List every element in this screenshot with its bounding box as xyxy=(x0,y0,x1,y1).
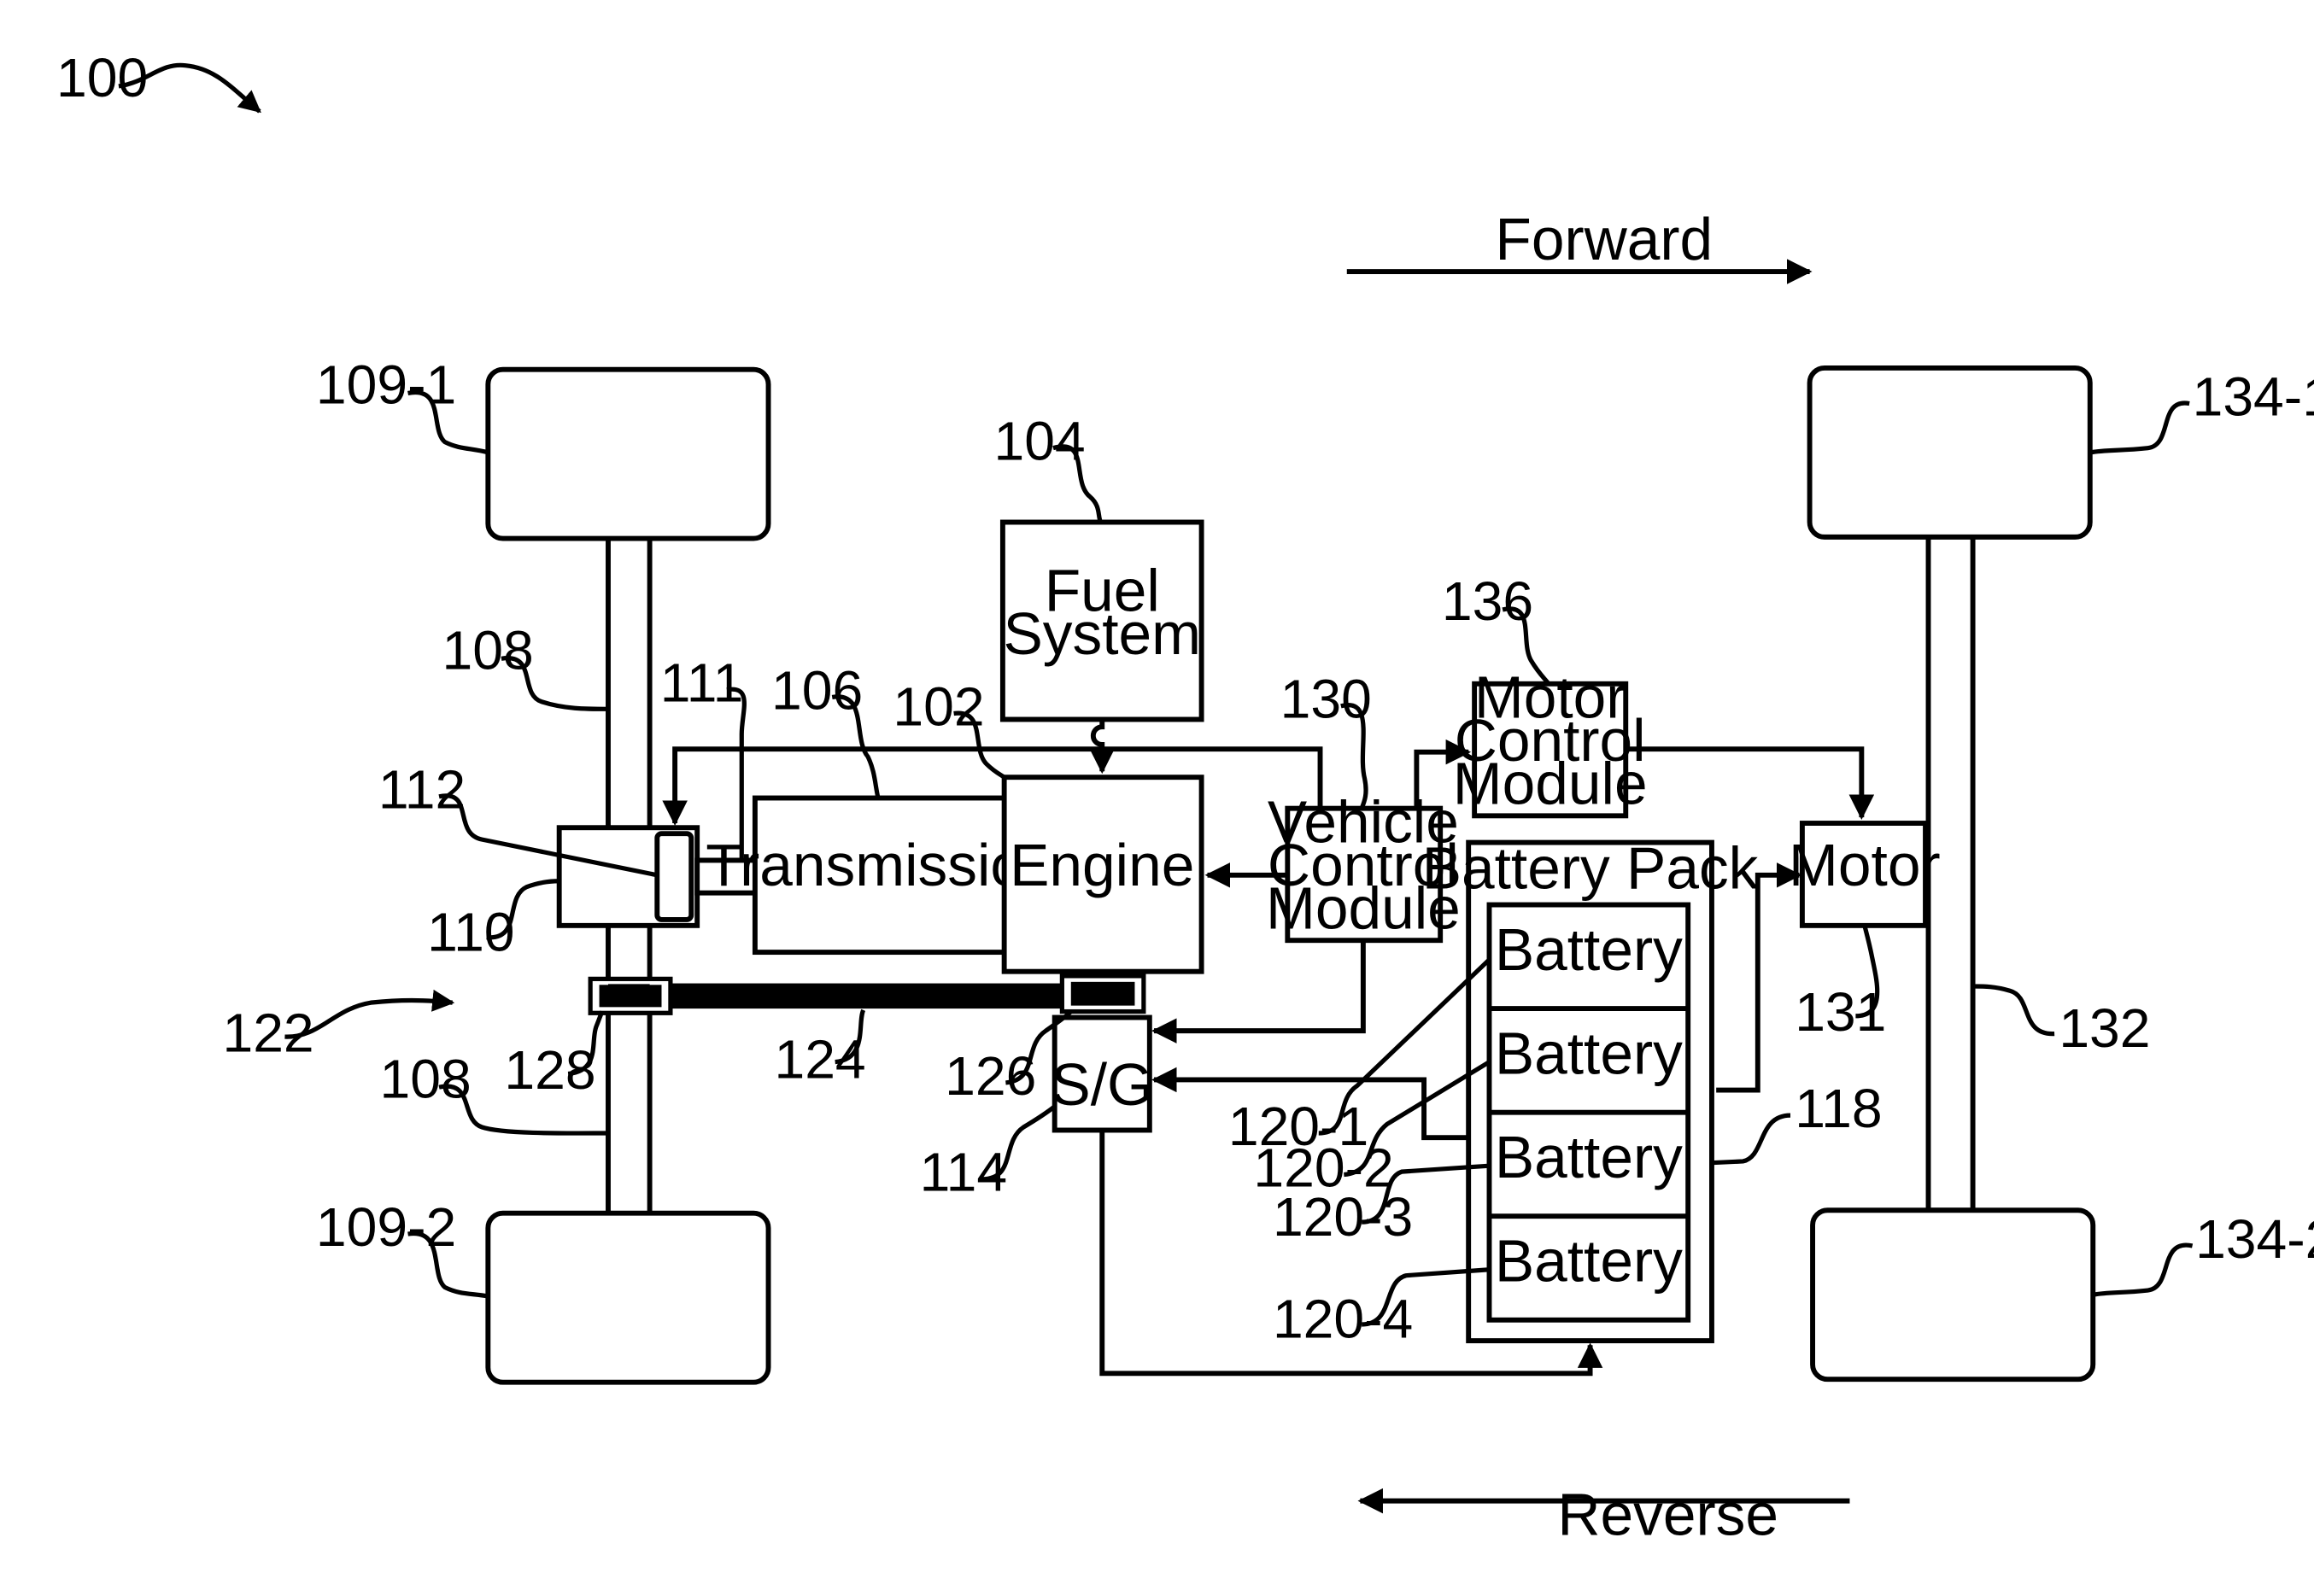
battery-120-4-label: Battery xyxy=(1495,1228,1683,1295)
lead-132 xyxy=(1973,986,2055,1034)
ref-114: 114 xyxy=(920,1142,1007,1203)
battery-to-motor-arrow xyxy=(1716,875,1799,1090)
ref-106: 106 xyxy=(771,659,863,721)
lead-118 xyxy=(1712,1115,1790,1163)
ref-108-top: 108 xyxy=(442,619,533,681)
lead-134-2 xyxy=(2093,1245,2192,1295)
ref-134-2: 134-2 xyxy=(2195,1208,2314,1270)
ref-120-4: 120-4 xyxy=(1273,1289,1413,1350)
battery-120-1-label: Battery xyxy=(1495,916,1683,983)
battery-120-2-label: Battery xyxy=(1495,1020,1683,1086)
ref-122: 122 xyxy=(222,1002,313,1063)
ref-124: 124 xyxy=(774,1029,865,1090)
ref-112: 112 xyxy=(378,759,466,821)
pulley-126-core xyxy=(1071,982,1135,1006)
ref-102: 102 xyxy=(893,675,984,737)
wheel-134-2 xyxy=(1813,1210,2093,1379)
pulley-128-core xyxy=(600,985,662,1007)
ref-111: 111 xyxy=(660,652,744,714)
mcm-to-motor-arrow xyxy=(1626,749,1861,817)
mcm-label-line3: Module xyxy=(1453,750,1648,816)
battery-120-3-label: Battery xyxy=(1495,1124,1683,1190)
ref-118: 118 xyxy=(1795,1078,1882,1139)
ref-132: 132 xyxy=(2059,997,2150,1059)
ref-104: 104 xyxy=(993,411,1085,472)
wheel-109-1 xyxy=(488,370,768,539)
clutch-112 xyxy=(657,833,691,920)
wheel-109-2 xyxy=(488,1213,768,1383)
ref-130: 130 xyxy=(1280,669,1372,730)
engine-label: Engine xyxy=(1010,832,1194,898)
wheel-134-1 xyxy=(1810,368,2090,537)
sg-label: S/G xyxy=(1051,1051,1153,1118)
lead-120-1 xyxy=(1319,960,1490,1133)
figure-number: 100 xyxy=(56,47,148,108)
forward-label: Forward xyxy=(1495,206,1713,272)
ref-136: 136 xyxy=(1442,570,1533,632)
fuel-to-engine-line xyxy=(1093,719,1102,771)
battery-pack-label: Battery Pack xyxy=(1422,834,1759,901)
fuel-label-line2: System xyxy=(1003,600,1201,667)
reverse-label: Reverse xyxy=(1557,1482,1778,1548)
motor-label: Motor xyxy=(1789,832,1941,898)
ref-110: 110 xyxy=(427,901,514,962)
lead-134-1 xyxy=(2090,403,2189,453)
ref-120-3: 120-3 xyxy=(1273,1186,1413,1248)
ref-134-1: 134-1 xyxy=(2193,365,2314,427)
ref-108-bottom: 108 xyxy=(380,1048,472,1109)
